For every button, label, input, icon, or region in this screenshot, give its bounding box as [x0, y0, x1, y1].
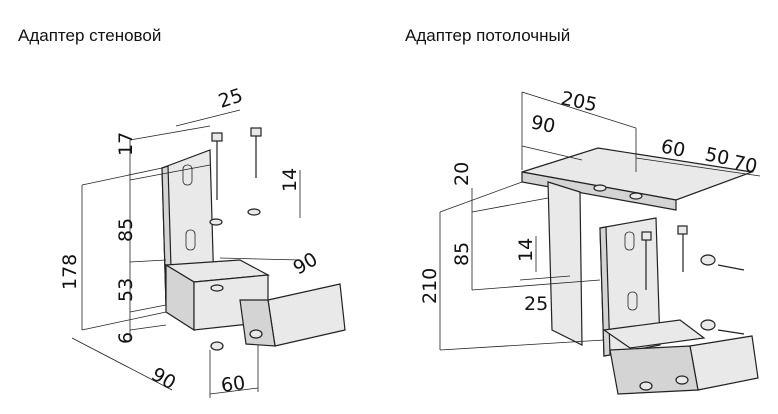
dim-label-85: 85 — [451, 242, 473, 266]
wall-plate-slot-bottom — [185, 229, 196, 251]
wall-bolt-head-1 — [211, 132, 223, 142]
dim-label-14: 14 — [515, 238, 537, 262]
wall-plate-slot-top — [182, 164, 193, 186]
dim-label-53: 53 — [115, 278, 137, 302]
dim-label-20: 20 — [451, 162, 473, 186]
ceiling-adapter-caption: Адаптер потолочный — [405, 26, 571, 45]
dim-label-14: 14 — [279, 168, 301, 192]
ceiling-rail-body — [609, 345, 699, 395]
dim-label-60: 60 — [659, 135, 687, 162]
wall-nut-3 — [249, 329, 263, 339]
dim-label-50: 50 — [703, 143, 731, 170]
dim-line-90 — [521, 145, 583, 161]
wall-bolt-head-2 — [250, 127, 262, 137]
dim-label-90: 90 — [529, 111, 557, 138]
ceiling-bracket-slot-top — [624, 231, 635, 251]
ceiling-plate-hole-2 — [629, 192, 643, 200]
dim-label-90-side: 90 — [290, 248, 322, 279]
ceiling-rail-profile — [689, 335, 759, 391]
wall-rail-profile — [267, 283, 346, 347]
dim-line-60-50-70 — [635, 157, 761, 177]
ceiling-bolt-head-1 — [641, 231, 652, 241]
dim-line-90-bottom — [71, 337, 173, 391]
dim-line-205 — [521, 91, 637, 129]
dim-label-17: 17 — [115, 132, 137, 156]
wall-washer-1 — [209, 218, 223, 226]
wall-nut-1 — [210, 284, 224, 292]
ceiling-side-nut-2 — [700, 319, 716, 331]
dim-label-85: 85 — [115, 218, 137, 242]
ceiling-bottom-nut-1 — [639, 381, 653, 391]
dim-line-25 — [175, 109, 241, 127]
ceiling-side-nut-1 — [700, 254, 716, 266]
ceiling-bracket-base — [602, 319, 706, 349]
wall-adapter-drawing: 25 17 14 85 178 90 53 6 90 60 — [59, 84, 346, 398]
dim-line-60 — [209, 387, 259, 395]
ceiling-bracket-slot-bottom — [627, 291, 638, 311]
ceiling-plate-hole-1 — [593, 184, 607, 192]
wall-adapter-caption: Адаптер стеновой — [18, 26, 162, 45]
dim-label-90-bottom: 90 — [148, 363, 180, 394]
wall-rail-end — [239, 299, 276, 347]
dim-label-6: 6 — [115, 332, 137, 344]
dim-label-25: 25 — [216, 84, 246, 112]
dim-line-90-side — [219, 257, 301, 261]
dim-label-205: 205 — [559, 87, 599, 116]
dim-label-25: 25 — [524, 293, 548, 315]
ceiling-hanger-web — [547, 181, 583, 346]
dim-line-25 — [519, 275, 571, 281]
wall-nut-2 — [210, 341, 224, 351]
wall-washer-2 — [247, 208, 261, 216]
ceiling-side-bracket-edge — [599, 226, 611, 357]
dim-label-178: 178 — [59, 254, 81, 290]
ceiling-adapter-drawing: 205 90 60 50 70 20 85 210 14 25 — [419, 87, 761, 395]
dim-label-60: 60 — [220, 372, 247, 397]
ceiling-bottom-nut-2 — [675, 375, 689, 385]
dim-label-70: 70 — [731, 151, 759, 178]
ceiling-bolt-head-2 — [677, 225, 688, 235]
dim-label-210: 210 — [419, 268, 441, 304]
